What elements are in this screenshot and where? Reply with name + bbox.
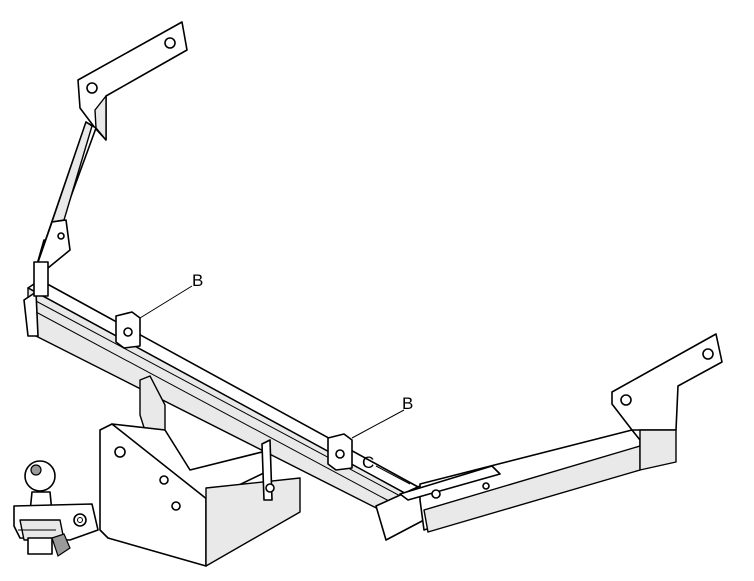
right-mounting-bracket <box>611 333 723 471</box>
leader-b-upper <box>139 285 193 319</box>
center-drop-plate <box>99 375 301 567</box>
left-arm-hole <box>57 232 65 240</box>
crossbar-bracket-b-lower <box>327 433 353 471</box>
tow-ball-assembly <box>13 460 99 557</box>
tow-ball <box>24 460 56 492</box>
crossbar-bracket-b-upper <box>115 311 141 349</box>
left-mounting-bracket <box>35 21 188 269</box>
callout-label-c: C <box>362 453 374 472</box>
right-mounting-arm <box>399 429 641 533</box>
leader-c <box>375 465 411 485</box>
callout-leaders <box>139 285 411 485</box>
left-bracket-hole-lower <box>86 82 98 94</box>
callout-label-b-lower: B <box>402 394 413 413</box>
left-bracket-hole-upper <box>164 37 176 49</box>
leader-b-lower <box>351 409 405 439</box>
callout-label-b-upper: B <box>192 271 203 290</box>
